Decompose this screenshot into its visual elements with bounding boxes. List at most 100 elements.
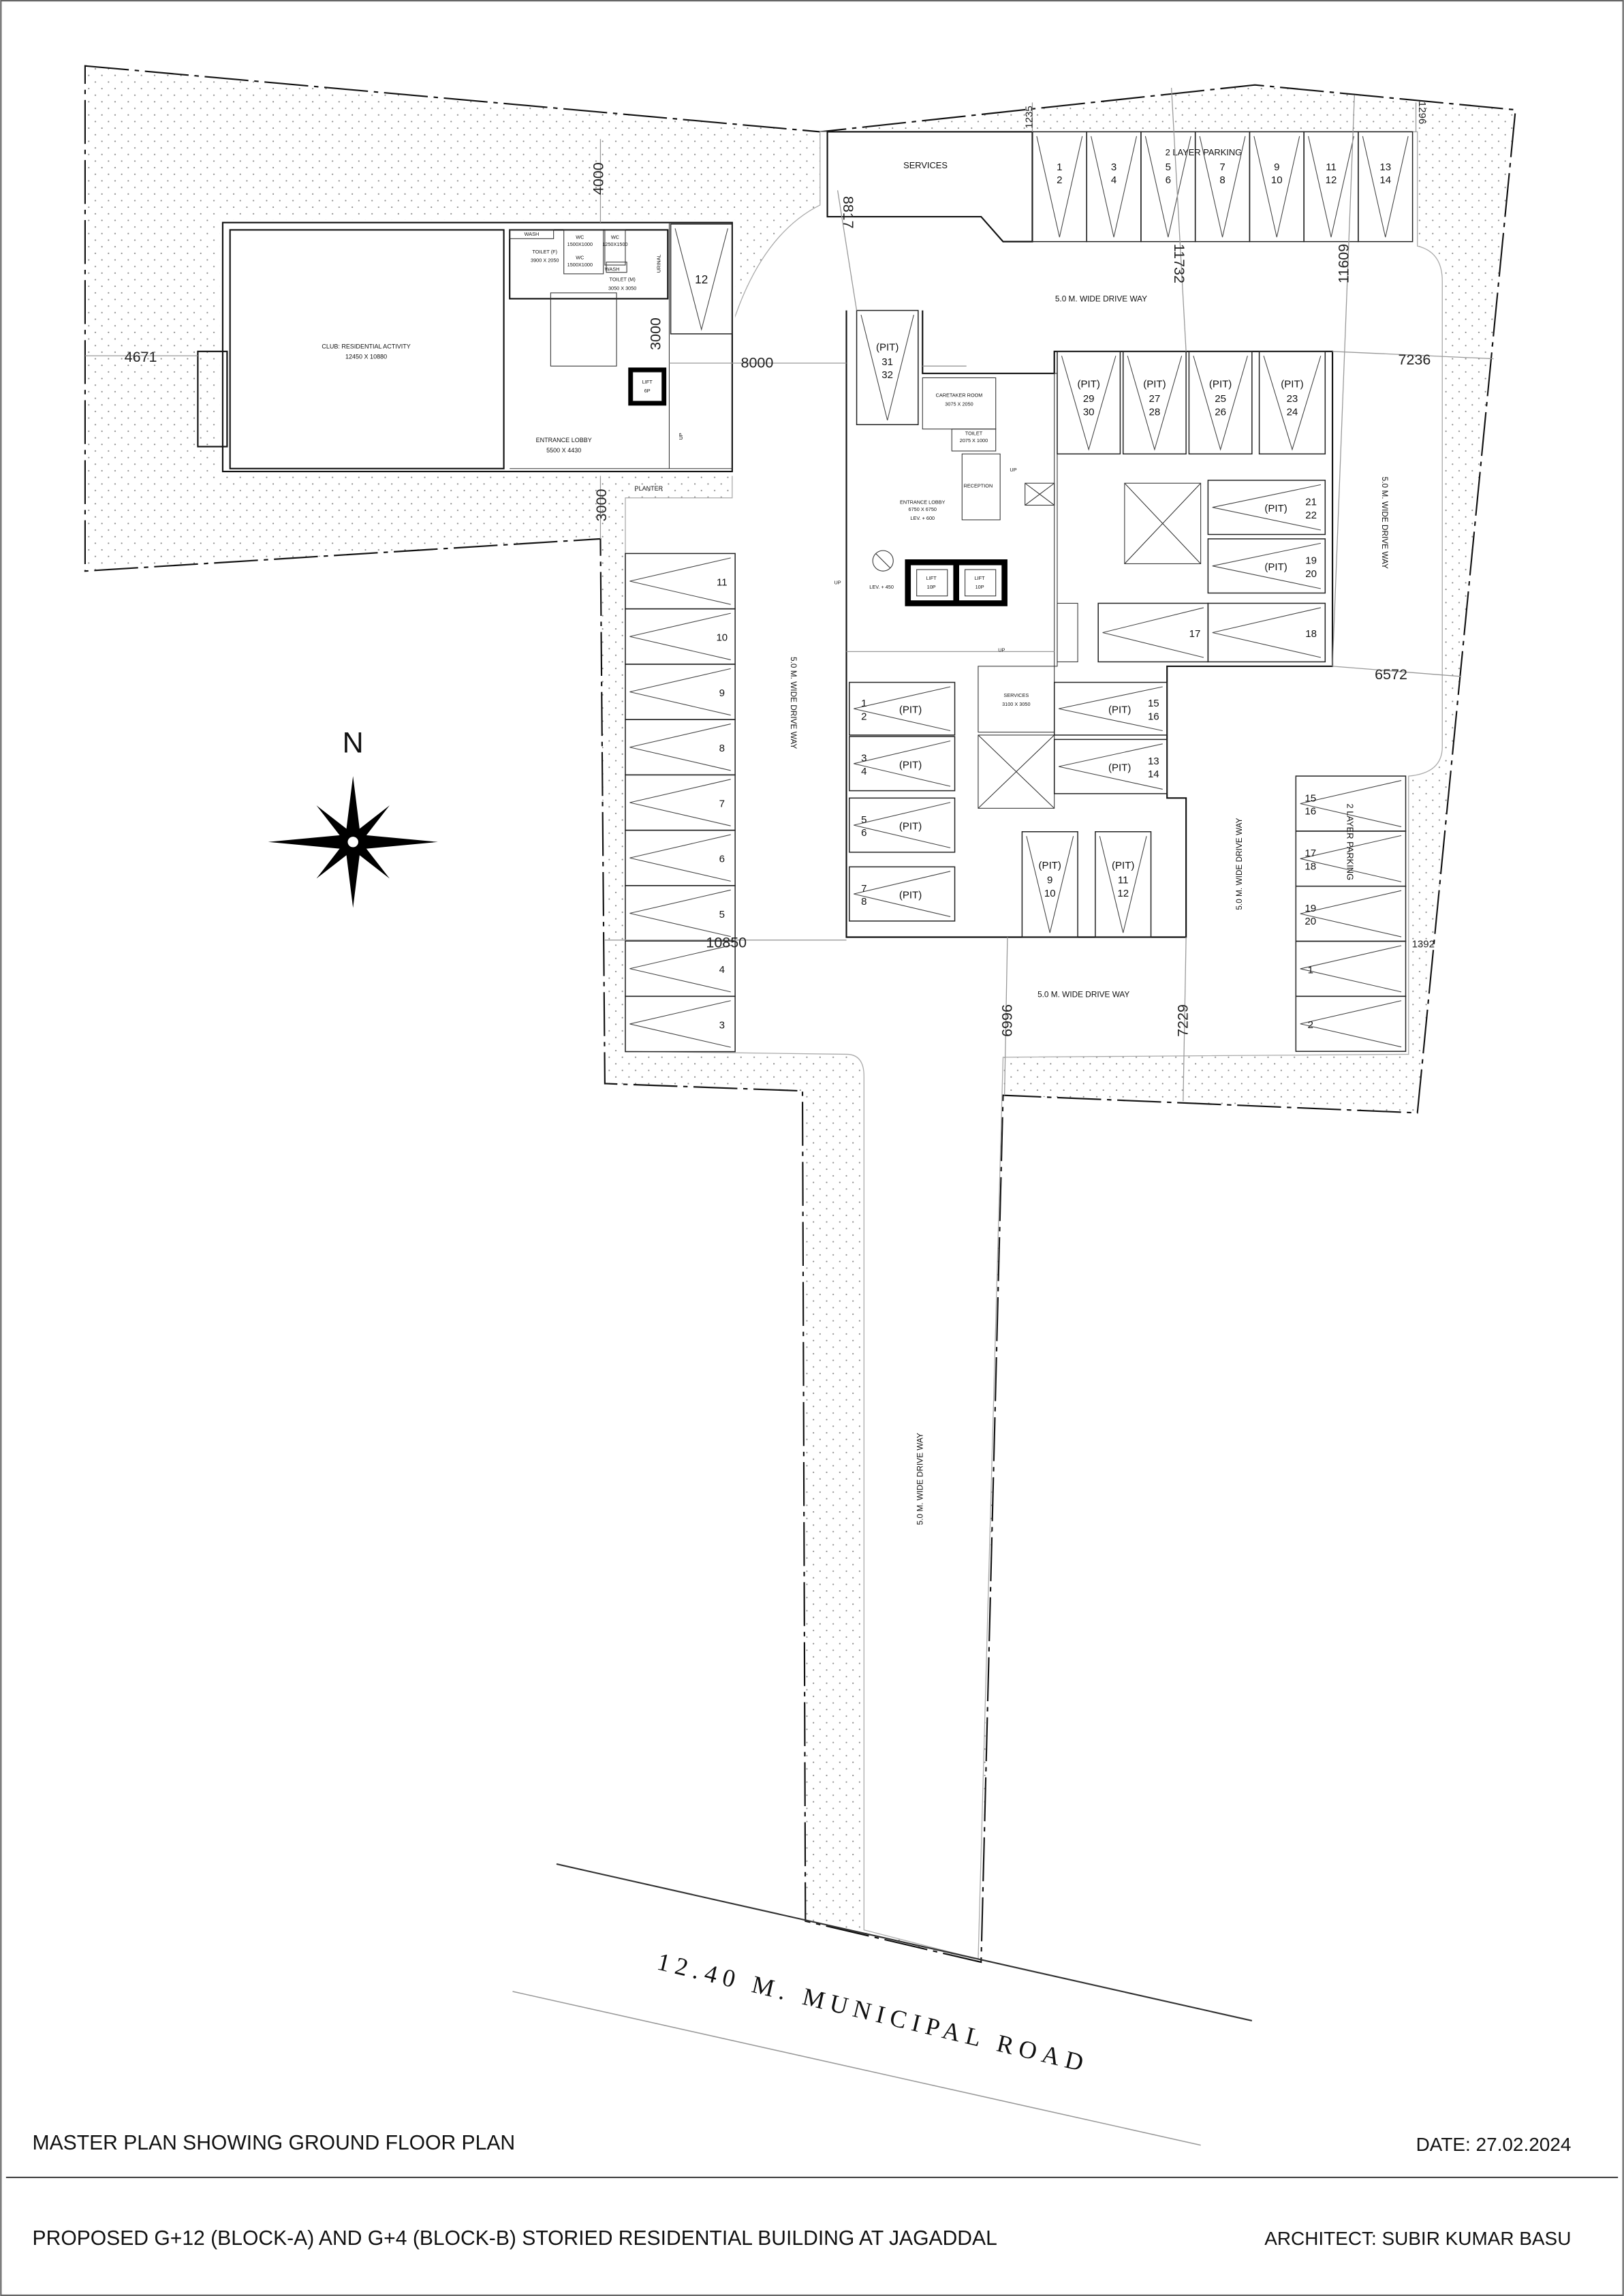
parking-number: 8 (861, 896, 866, 907)
parking-number: 17 (1305, 848, 1316, 859)
parking-bay-marking (629, 889, 731, 937)
parking-number: 30 (1083, 406, 1095, 418)
parking-number: 2 (1057, 174, 1062, 186)
club-block (197, 221, 733, 473)
parking-bay-marking (860, 314, 914, 420)
parking-number: 15 (1148, 698, 1159, 709)
project-title: PROPOSED G+12 (BLOCK-A) AND G+4 (BLOCK-B… (33, 2227, 997, 2250)
parking-number: 10 (1044, 888, 1056, 899)
parking-bay-marking (1300, 890, 1402, 937)
parking-bay (1053, 681, 1168, 736)
parking-bay (1095, 831, 1152, 938)
pit-label: (PIT) (1078, 378, 1100, 390)
wc-size: 1250X1500 (602, 241, 627, 247)
parking-number: 13 (1148, 756, 1159, 767)
lobby-level-450: LEV. + 450 (869, 584, 894, 590)
parking-bay (1053, 739, 1168, 794)
parking-bay (625, 995, 736, 1053)
parking-bay-marking (1362, 136, 1409, 238)
parking-bay-marking (854, 802, 951, 848)
parking-bay-marking (629, 724, 731, 771)
up-label: UP (834, 580, 841, 586)
wash-label: WASH (605, 266, 620, 273)
dimension-label: 3000 (593, 489, 610, 522)
dimension-label: 4671 (125, 349, 157, 365)
club-hall-label: CLUB: RESIDENTIAL ACTIVITY (322, 343, 410, 350)
lobby-label: ENTRANCE LOBBY (900, 499, 946, 505)
road-label: 12.40 M. MUNICIPAL ROAD (655, 1947, 1092, 2078)
parking-bay-marking (1193, 356, 1248, 451)
parking-bay (1207, 538, 1326, 594)
parking-number: 5 (719, 909, 725, 920)
wc-size: 1500X1000 (567, 262, 593, 268)
parking-bay-marking (1059, 743, 1163, 790)
parking-bay-marking (1061, 356, 1116, 451)
wc-label: WC (576, 254, 584, 260)
parking-bay-marking (854, 686, 951, 731)
parking-number: 14 (1148, 769, 1159, 780)
dimension-label: 6572 (1375, 666, 1407, 683)
services-label: SERVICES (903, 160, 948, 170)
parking-bay (1057, 351, 1121, 455)
services-room-label: SERVICES (1003, 692, 1029, 698)
parking-number: 24 (1287, 406, 1298, 418)
parking-bay-marking (1263, 356, 1322, 451)
club-plot (219, 219, 736, 476)
pit-label: (PIT) (899, 759, 922, 771)
parking-bay (1207, 480, 1326, 536)
pit-label: (PIT) (1281, 378, 1303, 390)
parking-number: 29 (1083, 393, 1095, 405)
lift-2-label: LIFT (975, 575, 986, 581)
club-lobby-size: 5500 X 4430 (546, 447, 581, 454)
parking-number: 19 (1305, 903, 1316, 914)
pit-label: (PIT) (1264, 503, 1287, 514)
wc-label: WC (576, 234, 584, 240)
driveway-area (625, 131, 1443, 1960)
drive-way-label-south: 5.0 M. WIDE DRIVE WAY (1037, 990, 1129, 999)
parking-number: 11 (1118, 874, 1129, 886)
pit-label: (PIT) (899, 704, 922, 716)
parking-number: 9 (1047, 874, 1052, 886)
parking-number: 18 (1305, 860, 1316, 872)
parking-bay-marking (1091, 136, 1138, 238)
urinal-label: URINAL (656, 254, 662, 273)
parking-bay (670, 223, 733, 335)
parking-number: 22 (1305, 510, 1317, 521)
parking-bay (856, 309, 919, 426)
parking-bay-marking (674, 228, 728, 331)
parking-number: 1 (861, 698, 866, 709)
dimension-label: 1235 (1023, 106, 1035, 128)
drive-way-label-access: 5.0 M. WIDE DRIVE WAY (915, 1433, 924, 1525)
parking-number: 4 (1111, 174, 1116, 186)
parking-bay-marking (629, 612, 731, 660)
parking-number: 23 (1287, 393, 1298, 405)
parking-bay-marking (1300, 1000, 1402, 1048)
toilet-label: TOILET (965, 430, 983, 436)
parking-number: 6 (719, 854, 725, 865)
planter-label: PLANTER (635, 485, 663, 492)
wc-label: WC (611, 234, 619, 240)
dimension-label: 6996 (999, 1004, 1015, 1037)
parking-number: 12 (1117, 888, 1129, 899)
dimension-label: 8817 (840, 196, 856, 229)
lift-1-cap: 10P (927, 584, 936, 590)
drawing-title: MASTER PLAN SHOWING GROUND FLOOR PLAN (33, 2132, 516, 2154)
services-room-size: 3100 X 3050 (1002, 701, 1030, 707)
parking-bay-marking (1212, 542, 1321, 589)
parking-bay-marking (1127, 356, 1183, 451)
dimension-label: 1296 (1416, 102, 1428, 124)
parking-number: 9 (1274, 161, 1279, 173)
parking-number: 20 (1305, 916, 1316, 927)
parking-number: 10 (716, 632, 728, 644)
dimension-label: 4000 (591, 162, 607, 195)
parking-bay-marking (1059, 686, 1163, 731)
parking-number: 3 (719, 1019, 725, 1031)
parking-bay-marking (1308, 136, 1354, 238)
parking-bay-marking (854, 740, 951, 787)
parking-number: 1 (1057, 161, 1062, 173)
caretaker-label: CARETAKER ROOM (936, 392, 983, 398)
dimension-lines (84, 87, 1494, 1102)
club-lift-cap: 6P (644, 388, 651, 394)
north-arrow-icon (268, 776, 438, 908)
